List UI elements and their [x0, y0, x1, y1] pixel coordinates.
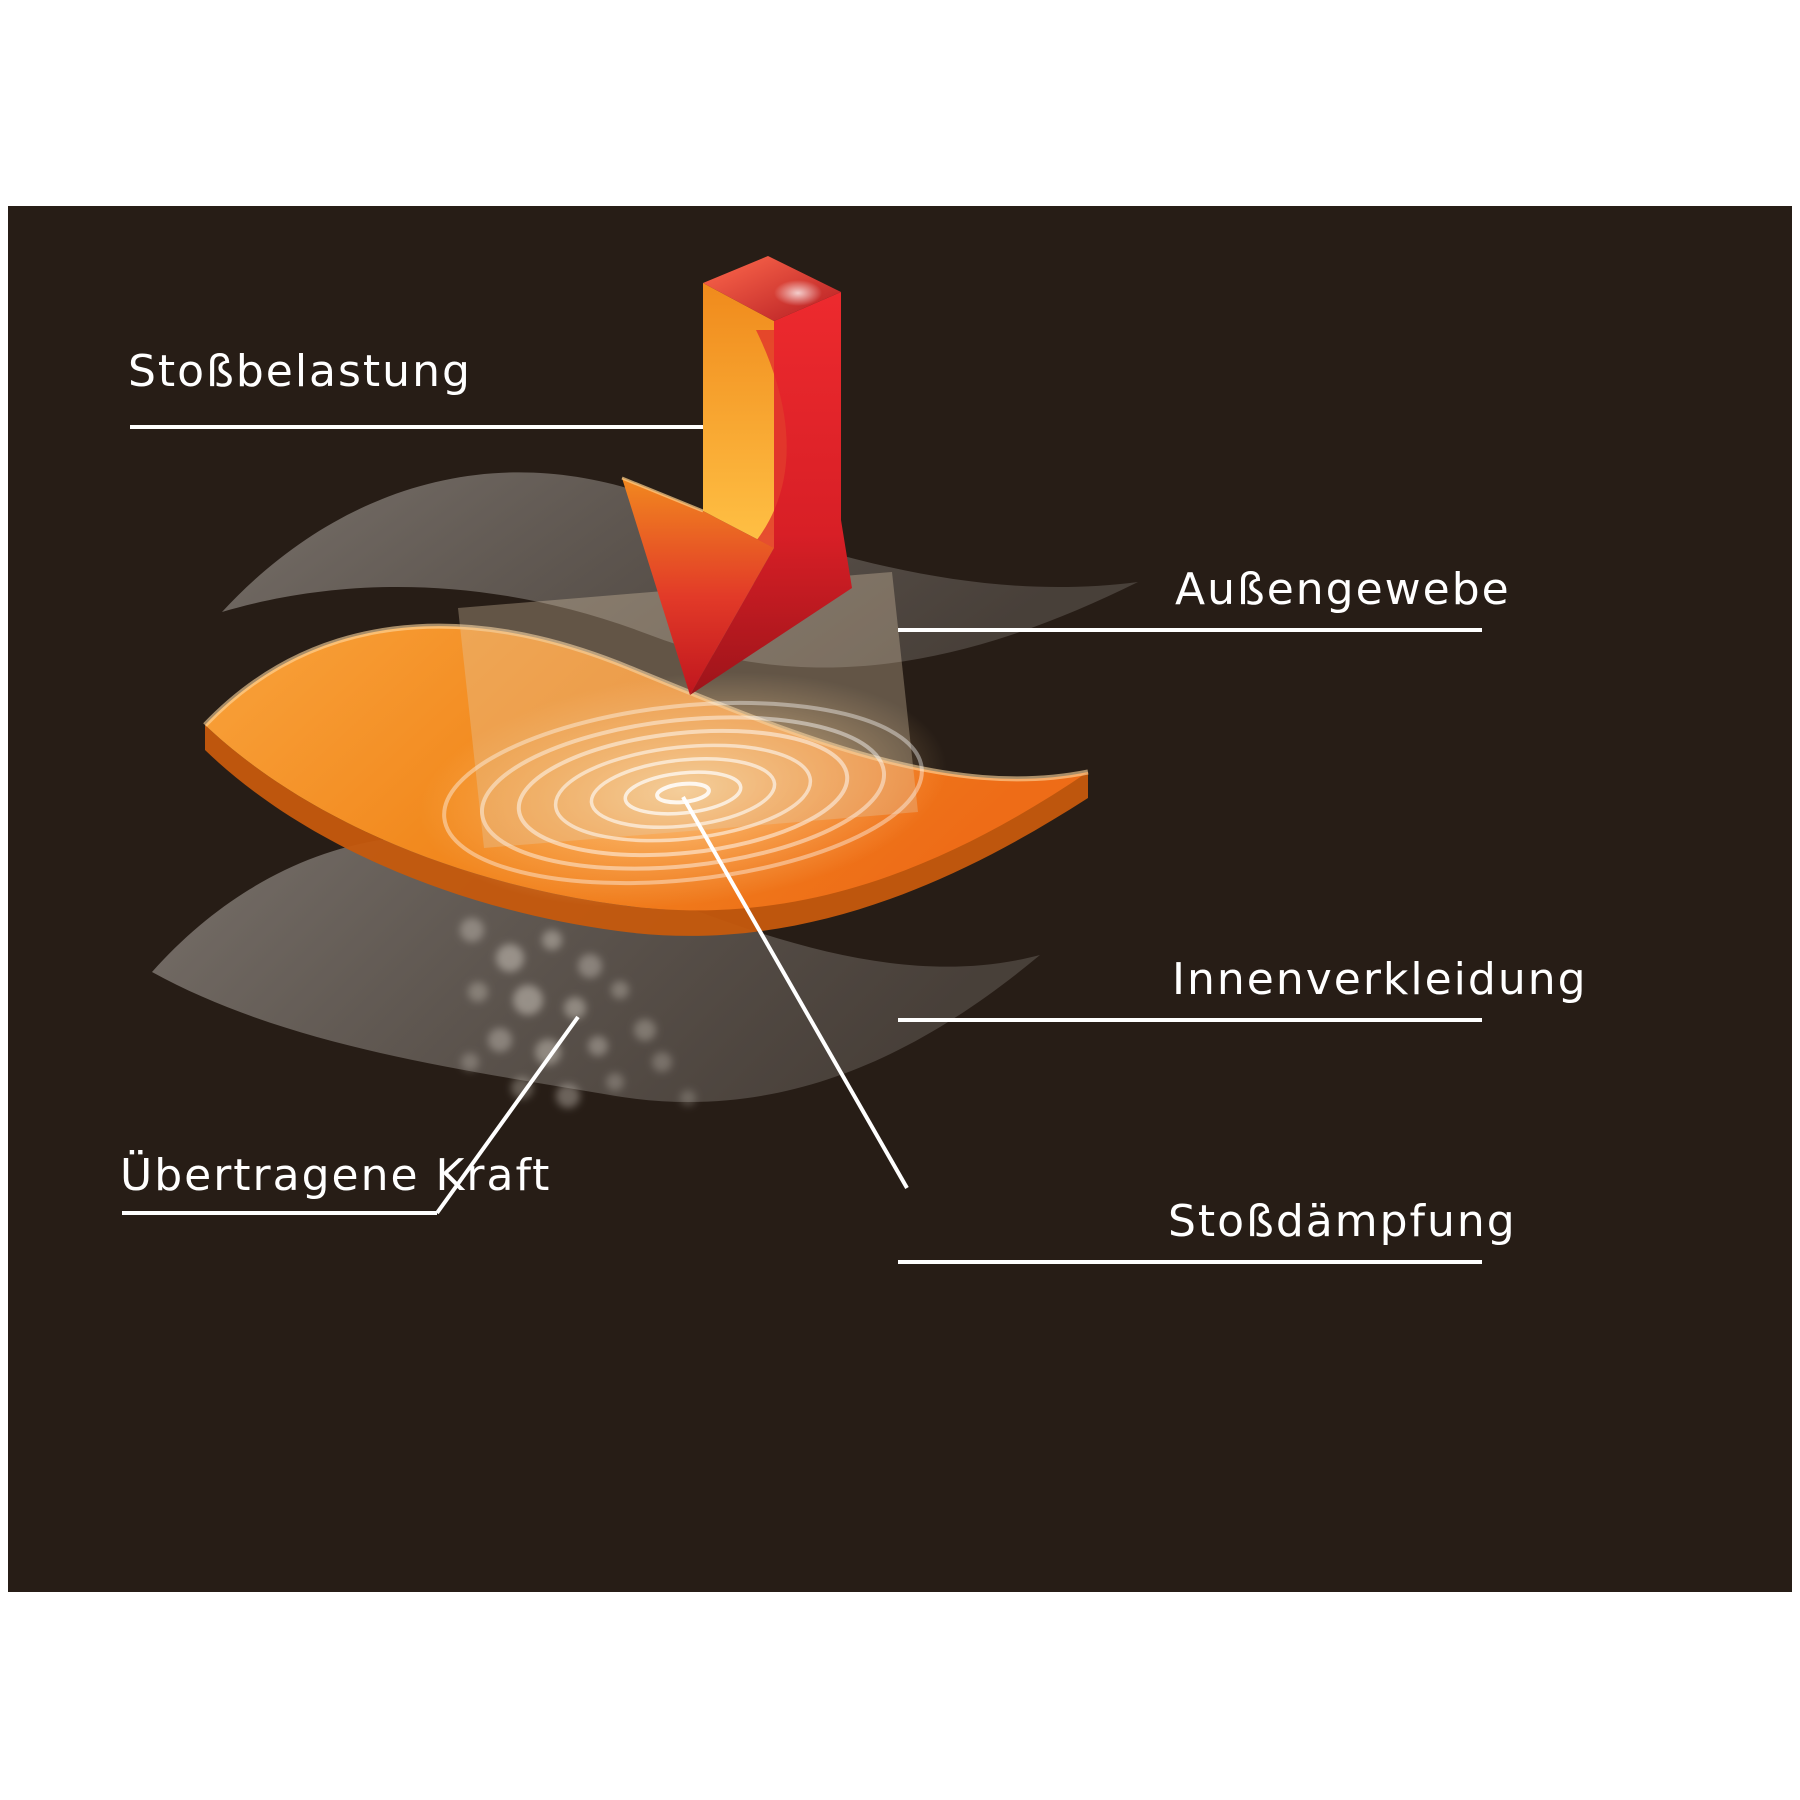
force-dots [460, 918, 696, 1108]
label-shock-absorption: Stoßdämpfung [1168, 1196, 1517, 1247]
label-inner-lining: Innenverkleidung [1172, 954, 1588, 1005]
impact-ripples [442, 700, 924, 886]
label-outer-fabric: Außengewebe [1175, 564, 1511, 615]
impact-arrow [621, 256, 852, 695]
label-impact-load: Stoßbelastung [128, 346, 472, 397]
transferred-force-diag [435, 1015, 580, 1215]
orange-layer-ripple-center [419, 672, 947, 908]
orange-layer [203, 623, 1089, 936]
connector-lines [122, 425, 1482, 1264]
label-transferred-force: Übertragene Kraft [120, 1150, 552, 1201]
shock-absorption-diag [681, 796, 909, 1189]
